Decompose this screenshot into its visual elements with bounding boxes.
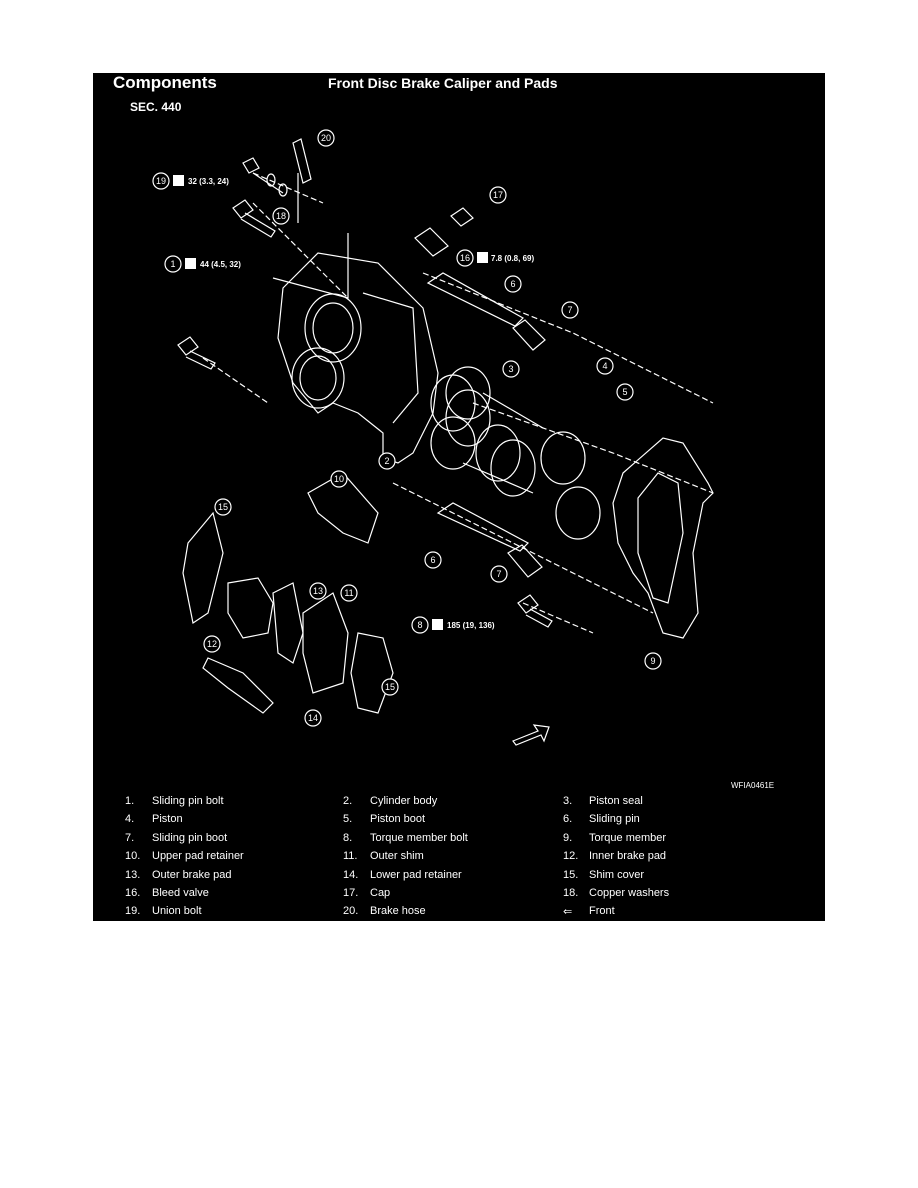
legend-label: Bleed valve bbox=[152, 887, 209, 899]
legend-number: 8. bbox=[343, 831, 353, 844]
callout-3: 3 bbox=[508, 364, 513, 374]
legend-label: Sliding pin bbox=[589, 813, 640, 826]
legend-number: 13. bbox=[125, 868, 141, 881]
exploded-view-drawing: 20 19 18 17 1 16 6 7 3 4 5 2 10 15 6 13 … bbox=[152, 129, 714, 746]
legend-label: Shim cover bbox=[589, 868, 645, 881]
legend-label: Piston seal bbox=[589, 795, 643, 807]
torque-19: 32 (3.3, 24) bbox=[188, 177, 229, 186]
callout-7b: 7 bbox=[496, 569, 501, 579]
legend-label: Sliding pin boot bbox=[152, 831, 228, 844]
legend-number: ⇐ bbox=[563, 906, 573, 919]
callout-17: 17 bbox=[493, 190, 503, 200]
legend-number: 3. bbox=[563, 795, 573, 807]
legend-number: 5. bbox=[343, 813, 353, 826]
legend-number: 6. bbox=[563, 813, 573, 826]
legend-label: Brake hose bbox=[370, 905, 426, 918]
legend-number: 19. bbox=[125, 905, 141, 918]
legend-number: 1. bbox=[125, 795, 135, 807]
legend-label: Piston boot bbox=[370, 813, 426, 826]
callout-14: 14 bbox=[308, 713, 318, 723]
legend-label: Piston bbox=[152, 813, 183, 826]
callout-5: 5 bbox=[622, 387, 627, 397]
figure-code: WFIA0461E bbox=[731, 781, 775, 790]
torque-wrench-icon bbox=[173, 175, 184, 186]
legend-label: Torque member bbox=[589, 831, 667, 844]
legend-number: 11. bbox=[343, 850, 358, 863]
legend-number: 16. bbox=[125, 887, 141, 899]
legend-number: 9. bbox=[563, 831, 573, 844]
legend-label: Outer brake pad bbox=[152, 868, 232, 881]
torque-16: 7.8 (0.8, 69) bbox=[491, 254, 534, 263]
diagram-panel: Components Front Disc Brake Caliper and … bbox=[93, 73, 825, 921]
callout-10: 10 bbox=[334, 474, 344, 484]
callout-15b: 15 bbox=[385, 682, 395, 692]
torque-8: 185 (19, 136) bbox=[447, 621, 495, 630]
callout-4: 4 bbox=[602, 361, 607, 371]
legend-number: 20. bbox=[343, 905, 359, 918]
torque-1: 44 (4.5, 32) bbox=[200, 260, 241, 269]
callout-12: 12 bbox=[207, 639, 217, 649]
legend-label: Outer shim bbox=[370, 850, 424, 863]
legend-label: Cap bbox=[370, 887, 391, 899]
legend-number: 10. bbox=[125, 850, 141, 863]
callout-19: 19 bbox=[156, 176, 166, 186]
page-title: Components bbox=[113, 73, 217, 92]
legend-label: Upper pad retainer bbox=[152, 850, 244, 863]
callout-15: 15 bbox=[218, 502, 228, 512]
legend-number: 2. bbox=[343, 795, 353, 807]
legend-label: Torque member bolt bbox=[370, 831, 468, 844]
callout-13: 13 bbox=[313, 586, 323, 596]
section-label: SEC. 440 bbox=[130, 100, 182, 114]
legend-number: 12. bbox=[563, 850, 579, 863]
legend-number: 14. bbox=[343, 868, 359, 881]
callout-9: 9 bbox=[650, 656, 655, 666]
legend-label: Union bolt bbox=[152, 905, 202, 918]
legend-label: Lower pad retainer bbox=[370, 868, 462, 881]
legend-label: Front bbox=[589, 905, 615, 918]
callout-6b: 6 bbox=[430, 555, 435, 565]
legend-number: 17. bbox=[343, 887, 359, 899]
callout-2: 2 bbox=[384, 456, 389, 466]
callout-11: 11 bbox=[344, 588, 353, 598]
torque-wrench-icon bbox=[477, 252, 488, 263]
diagram-title: Front Disc Brake Caliper and Pads bbox=[328, 75, 558, 91]
legend-number: 7. bbox=[125, 831, 135, 844]
legend-label: Sliding pin bolt bbox=[152, 795, 224, 807]
callout-1: 1 bbox=[170, 259, 175, 269]
callout-18: 18 bbox=[276, 211, 286, 221]
legend-label: Cylinder body bbox=[370, 795, 438, 807]
legend-number: 18. bbox=[563, 887, 579, 899]
callout-6: 6 bbox=[510, 279, 515, 289]
torque-wrench-icon bbox=[432, 619, 443, 630]
legend-label: Inner brake pad bbox=[589, 850, 667, 863]
callout-20: 20 bbox=[321, 133, 331, 143]
legend-label: Copper washers bbox=[589, 887, 670, 899]
callout-7: 7 bbox=[567, 305, 572, 315]
torque-wrench-icon bbox=[185, 258, 196, 269]
legend-number: 15. bbox=[563, 868, 579, 881]
callout-8: 8 bbox=[417, 620, 422, 630]
legend-number: 4. bbox=[125, 813, 135, 826]
callout-16: 16 bbox=[460, 253, 470, 263]
